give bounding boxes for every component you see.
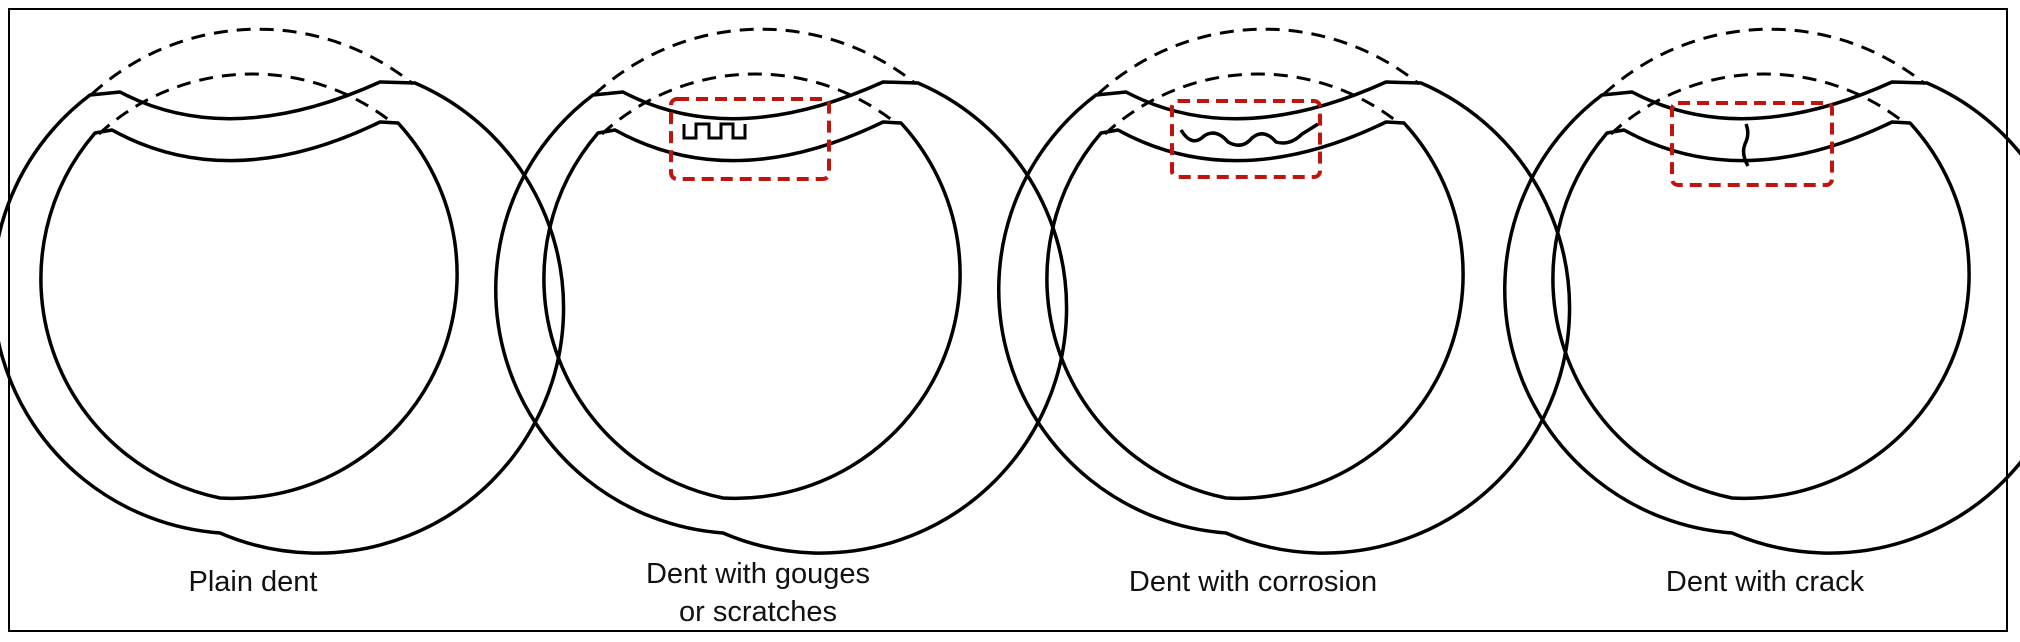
crack-line (1741, 123, 1750, 167)
panel-corrosion (997, 27, 1572, 555)
pipe-inner-wall (39, 120, 459, 501)
pipe-inner-wall (1045, 120, 1465, 501)
figure-frame (8, 8, 2008, 632)
original-outer-contour (1096, 27, 1420, 96)
panel-gouges (494, 27, 1069, 555)
defect-highlight-box (1170, 99, 1322, 179)
caption-dent-with-gouges: Dent with gouges or scratches (645, 558, 871, 628)
caption-dent-with-crack: Dent with crack (1665, 566, 1865, 598)
original-outer-contour (1602, 27, 1926, 96)
original-outer-contour (593, 27, 917, 96)
pipe-inner-wall (1551, 120, 1971, 501)
panel-plain (0, 27, 566, 555)
pipe-outer-wall (997, 80, 1572, 555)
caption-plain-dent: Plain dent (188, 566, 318, 598)
pipe-outer-wall (1503, 80, 2020, 555)
original-inner-contour (97, 72, 395, 136)
gouge-notches (682, 122, 747, 140)
original-inner-contour (1103, 72, 1401, 136)
pipe-outer-wall (494, 80, 1069, 555)
defect-highlight-box (669, 97, 831, 181)
caption-dent-with-corrosion: Dent with corrosion (1128, 566, 1378, 598)
pipe-inner-wall (542, 120, 962, 501)
panel-crack (1503, 27, 2020, 555)
panels-layer (0, 27, 2020, 555)
corrosion-pits (1179, 122, 1319, 147)
pipe-outer-wall (0, 80, 566, 555)
original-inner-contour (1609, 72, 1907, 136)
defect-highlight-box (1670, 101, 1834, 187)
original-inner-contour (600, 72, 898, 136)
original-outer-contour (90, 27, 414, 96)
